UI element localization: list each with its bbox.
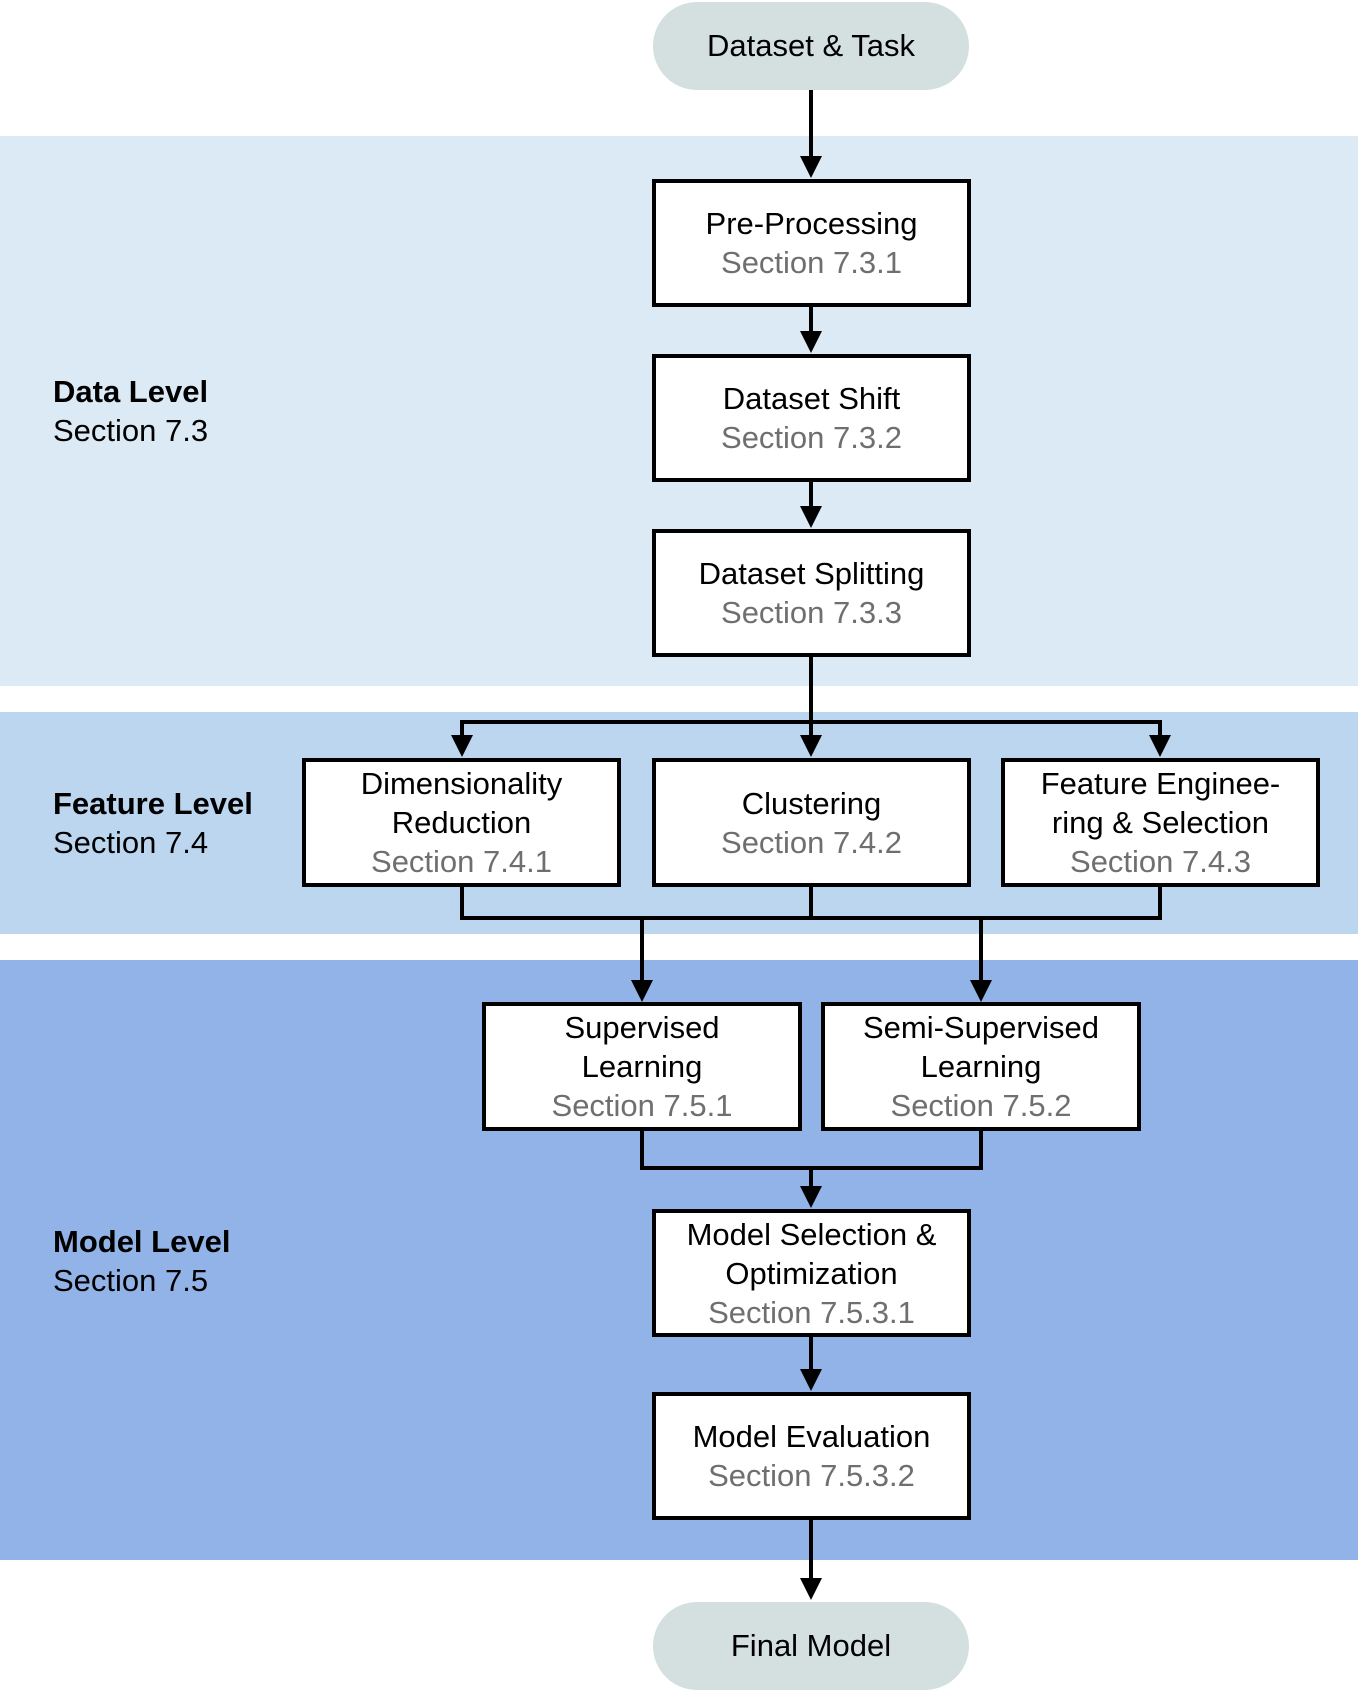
node-title: Pre-Processing <box>705 206 918 241</box>
arrowhead <box>800 331 822 353</box>
feature-level-label: Feature Level Section 7.4 <box>53 784 253 862</box>
end-terminal-label: Final Model <box>730 1628 892 1663</box>
arrowhead <box>1149 735 1171 757</box>
arrowhead <box>800 506 822 528</box>
node-model-selection: Model Selection & Optimization Section 7… <box>652 1209 971 1337</box>
arrowhead <box>451 735 473 757</box>
node-title: Clustering <box>741 785 882 821</box>
node-title: Semi-Supervised Learning <box>862 1010 1100 1084</box>
model-level-section: Section 7.5 <box>53 1263 209 1298</box>
node-section: Section 7.3.2 <box>721 420 902 455</box>
arrowhead <box>800 1578 822 1600</box>
data-level-section: Section 7.3 <box>53 413 209 448</box>
arrowhead <box>800 1186 822 1208</box>
data-level-label: Data Level Section 7.3 <box>53 372 208 450</box>
node-title: Feature Enginee- ring & Selection <box>1040 766 1281 840</box>
arrowhead <box>800 735 822 757</box>
node-title: Supervised Learning <box>564 1010 720 1084</box>
node-preprocessing: Pre-Processing Section 7.3.1 <box>652 179 971 307</box>
node-section: Section 7.3.3 <box>721 595 902 630</box>
node-section: Section 7.5.3.2 <box>708 1458 915 1493</box>
end-terminal: Final Model <box>653 1602 969 1690</box>
node-dataset-shift: Dataset Shift Section 7.3.2 <box>652 354 971 482</box>
node-title: Dataset Shift <box>722 381 901 416</box>
arrowhead <box>800 1369 822 1391</box>
node-section: Section 7.4.1 <box>371 844 552 879</box>
node-section: Section 7.5.2 <box>890 1088 1072 1123</box>
data-level-title: Data Level <box>53 374 209 409</box>
node-title: Model Selection & Optimization <box>686 1216 937 1291</box>
node-section: Section 7.4.2 <box>721 824 902 860</box>
node-section: Section 7.3.1 <box>721 245 902 280</box>
node-section: Section 7.4.3 <box>1070 844 1251 879</box>
node-dimensionality-reduction: Dimensionality Reduction Section 7.4.1 <box>302 758 621 887</box>
node-section: Section 7.5.1 <box>551 1088 733 1123</box>
node-clustering: Clustering Section 7.4.2 <box>652 758 971 887</box>
arrowhead <box>970 980 992 1002</box>
model-level-title: Model Level <box>53 1224 231 1259</box>
node-dataset-splitting: Dataset Splitting Section 7.3.3 <box>652 529 971 657</box>
node-supervised-learning: Supervised Learning Section 7.5.1 <box>482 1002 802 1131</box>
edge-learning-merge <box>640 1128 983 1170</box>
start-terminal: Dataset & Task <box>653 2 969 90</box>
start-terminal-label: Dataset & Task <box>707 28 915 63</box>
node-title: Dimensionality Reduction <box>360 766 563 840</box>
arrowhead <box>631 980 653 1002</box>
node-feature-engineering: Feature Enginee- ring & Selection Sectio… <box>1001 758 1320 887</box>
feature-level-section: Section 7.4 <box>53 825 209 860</box>
node-section: Section 7.5.3.1 <box>708 1294 915 1330</box>
node-title: Dataset Splitting <box>698 556 925 591</box>
model-level-label: Model Level Section 7.5 <box>53 1222 230 1300</box>
node-semi-supervised-learning: Semi-Supervised Learning Section 7.5.2 <box>821 1002 1141 1131</box>
feature-level-title: Feature Level <box>53 786 253 821</box>
node-model-evaluation: Model Evaluation Section 7.5.3.2 <box>652 1392 971 1520</box>
arrowhead <box>800 156 822 178</box>
node-title: Model Evaluation <box>692 1419 931 1454</box>
